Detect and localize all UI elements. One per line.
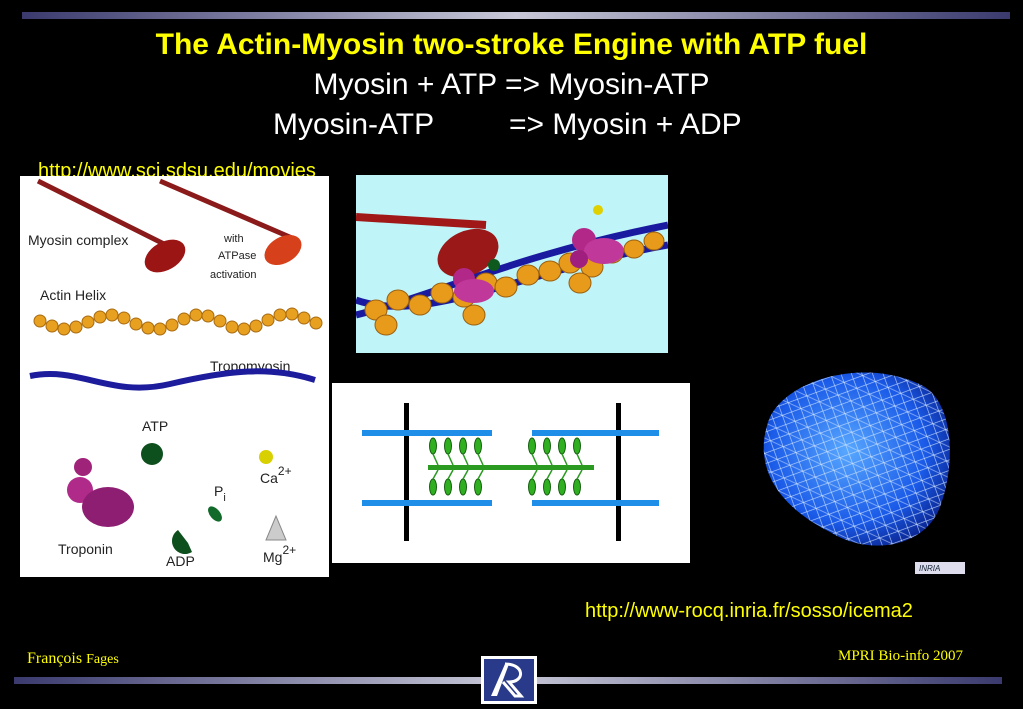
label-atpase: ATPase bbox=[218, 250, 256, 262]
actin-helix-beads bbox=[33, 307, 323, 336]
phosphate-shape bbox=[208, 506, 222, 522]
inria-badge: INRIA bbox=[919, 564, 940, 573]
label-pi: Pi bbox=[214, 483, 226, 504]
label-calcium: Ca2+ bbox=[260, 464, 292, 486]
label-magnesium: Mg2+ bbox=[263, 543, 296, 565]
tropomyosin-strand bbox=[29, 368, 316, 391]
troponin-shape bbox=[82, 487, 134, 527]
movies-link[interactable]: http://www.sci.sdsu.edu/movies bbox=[38, 160, 316, 178]
label-myosin-complex: Myosin complex bbox=[28, 232, 128, 248]
label-with: with bbox=[223, 233, 244, 245]
slide-title: The Actin-Myosin two-stroke Engine with … bbox=[155, 28, 868, 61]
footer-author: François Fages bbox=[27, 650, 119, 668]
icema-link[interactable]: http://www-rocq.inria.fr/sosso/icema2 bbox=[585, 600, 913, 622]
equation-hydrolysis-right: => Myosin + ADP bbox=[509, 108, 742, 141]
institution-logo-icon bbox=[481, 656, 537, 704]
equation-hydrolysis-left: Myosin-ATP bbox=[273, 108, 435, 141]
adp-shape bbox=[171, 530, 192, 555]
actin-myosin-3d-image bbox=[354, 175, 669, 353]
author-last-name: Fages bbox=[86, 652, 119, 667]
label-adp: ADP bbox=[166, 553, 195, 569]
label-actin-helix: Actin Helix bbox=[40, 287, 106, 303]
magnesium-cone bbox=[265, 514, 287, 541]
footer-course: MPRI Bio-info 2007 bbox=[838, 648, 964, 664]
atp-sphere bbox=[141, 443, 163, 465]
heart-mesh-image: INRIA bbox=[740, 357, 980, 579]
calcium-sphere bbox=[259, 450, 273, 464]
label-activation: activation bbox=[210, 269, 256, 281]
label-atp: ATP bbox=[142, 418, 168, 434]
sarcomere-schematic-image bbox=[332, 383, 690, 563]
top-decorative-bar bbox=[22, 12, 1010, 19]
components-legend-image: Myosin complex with ATPase activation Ac… bbox=[20, 176, 329, 577]
author-first-name: François bbox=[27, 650, 83, 667]
equation-binding: Myosin + ATP => Myosin-ATP bbox=[313, 68, 710, 101]
label-troponin: Troponin bbox=[58, 541, 113, 557]
